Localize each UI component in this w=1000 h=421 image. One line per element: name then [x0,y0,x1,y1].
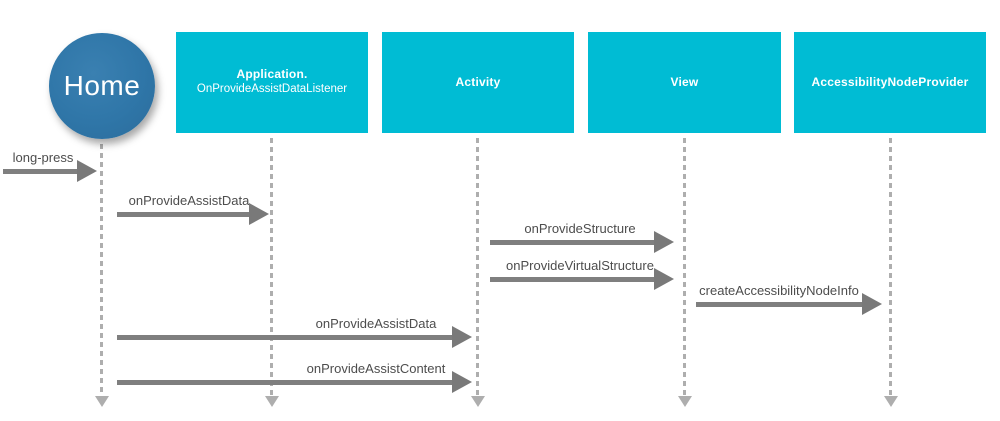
actor-provider-title: AccessibilityNodeProvider [811,74,969,89]
arrow-shaft [490,277,658,282]
arrow-shaft [490,240,658,245]
message-label: onProvideVirtualStructure [506,258,654,273]
actor-provider: AccessibilityNodeProvider [794,32,986,133]
arrow-shaft [117,335,456,340]
lifeline-activity [470,138,485,407]
arrow-down-icon [470,396,485,407]
actor-activity: Activity [382,32,574,133]
actor-activity-title: Activity [455,74,501,89]
actor-application-subtitle: OnProvideAssistDataListener [196,83,348,96]
lifeline-provider [883,138,898,407]
arrowhead-right-icon [452,326,472,348]
arrow-shaft [3,169,81,174]
lifeline-home [94,144,109,407]
arrowhead-right-icon [654,268,674,290]
arrowhead-right-icon [249,203,269,225]
arrow-shaft [696,302,866,307]
message-label: createAccessibilityNodeInfo [699,283,859,298]
message-label: onProvideAssistData [128,193,250,208]
arrow-down-icon [883,396,898,407]
actor-home-label: Home [63,70,141,101]
message-label: onProvideAssistData [315,316,437,331]
message-label: onProvideAssistContent [306,361,446,376]
arrowhead-right-icon [654,231,674,253]
actor-view: View [588,32,781,133]
arrow-shaft [117,380,456,385]
actor-application: Application. OnProvideAssistDataListener [176,32,368,133]
arrow-down-icon [264,396,279,407]
arrow-down-icon [677,396,692,407]
arrow-shaft [117,212,253,217]
arrowhead-right-icon [452,371,472,393]
lifeline-application [264,138,279,407]
actor-application-title: Application. [236,67,308,82]
arrowhead-right-icon [77,160,97,182]
arrowhead-right-icon [862,293,882,315]
message-label: long-press [12,150,74,165]
arrow-down-icon [94,396,109,407]
message-label: onProvideStructure [524,221,636,236]
actor-home: Home [49,33,155,139]
actor-view-title: View [670,74,699,89]
lifeline-view [677,138,692,407]
